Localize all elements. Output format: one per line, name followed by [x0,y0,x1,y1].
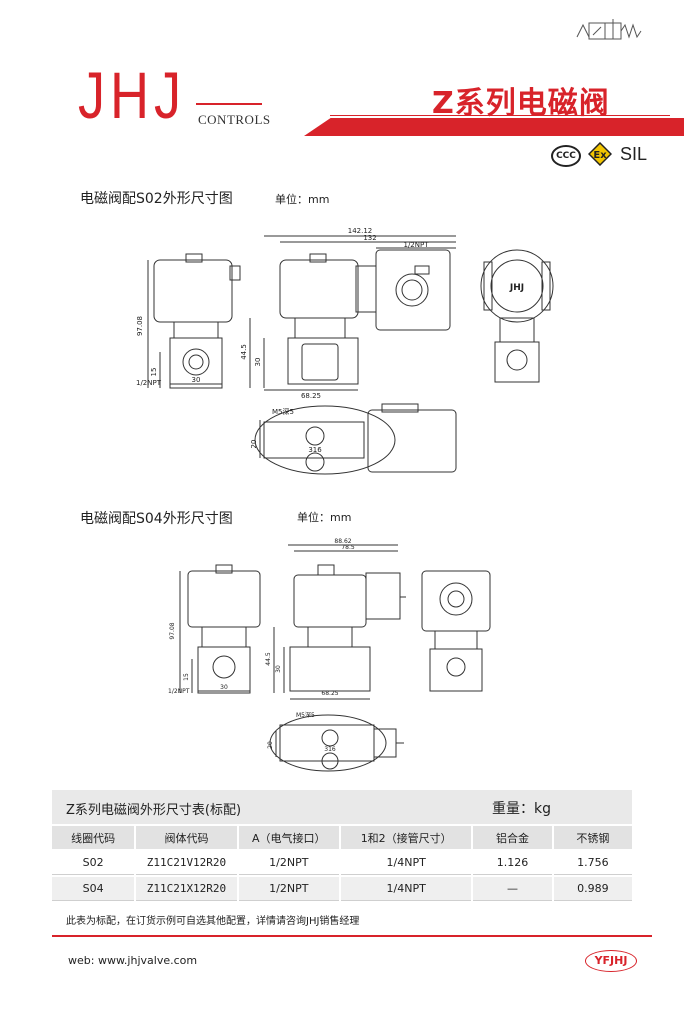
s02-dim-overall: 142.12 [348,227,373,235]
s04-dim-30: 30 [220,684,228,691]
table-header-band: Z系列电磁阀外形尺寸表(标配) 重量：kg [52,790,632,824]
s02-dim-68: 68.25 [301,392,321,400]
cell: S04 [52,877,135,901]
s02-base-npt: 1/2NPT [136,379,162,387]
col-electrical-port: A（电气接口） [238,826,339,849]
website-link[interactable]: web: www.jhjvalve.com [68,954,198,967]
s04-dim-height: 97.08 [169,622,176,639]
ccc-cert-icon: CCC [551,145,581,167]
s02-dim-30b: 30 [254,358,262,367]
col-body-code: 阀体代码 [136,826,237,849]
s04-dim-316: 316 [324,746,336,753]
footer-rule [52,935,652,937]
sil-cert-label: SIL [620,144,648,164]
s04-dim-20: 20 [267,741,274,749]
s04-dim-68: 68.25 [321,690,338,697]
cell: Z11C21V12R20 [136,851,237,875]
s04-unit: 单位：mm [297,511,352,524]
s02-dim-316: 316 [308,446,322,454]
s04-dim-30b: 30 [275,665,282,673]
cell: 0.989 [553,877,632,901]
s02-dim-port: 1/2NPT [404,241,430,249]
s04-caption: 电磁阀配S04外形尺寸图 [80,511,233,527]
table-row: S02 Z11C21V12R20 1/2NPT 1/4NPT 1.126 1.7… [52,851,632,875]
s02-cover-mark: JHJ [509,283,524,293]
svg-text:Ex: Ex [593,150,607,161]
s02-dim-15: 15 [150,368,158,377]
s02-drawing: 142.12 132 1/2NPT 97.08 15 30 1/2NPT 44.… [136,227,554,475]
s04-drawing: 88.62 78.5 97.08 15 30 1/2NPT 44.5 30 68… [168,538,491,772]
cell: Z11C21X12R20 [136,877,237,901]
s04-screw: M5深5 [296,711,315,719]
cell: S02 [52,851,135,875]
top-symbol [575,17,645,49]
s02-dim-body: 132 [363,234,376,242]
cell: 1.126 [473,851,552,875]
table-note: 此表为标配，在订货示例可自选其他配置，详情请咨询JHJ销售经理 [66,916,360,927]
logo-subtitle: CONTROLS [198,112,271,127]
cell: — [473,877,552,901]
ex-cert-icon: Ex [587,141,613,167]
cell: 1/4NPT [340,877,472,901]
s02-dim-height: 97.08 [136,316,144,336]
cell: 1/2NPT [238,851,339,875]
s02-dim-30: 30 [192,376,201,384]
s02-caption: 电磁阀配S02外形尺寸图 [80,191,233,207]
s04-dim-overall: 88.62 [334,538,351,545]
s04-base-npt: 1/2NPT [168,688,190,695]
table-row: S04 Z11C21X12R20 1/2NPT 1/4NPT — 0.989 [52,877,632,901]
col-stainless: 不锈钢 [553,826,632,849]
dimension-table: Z系列电磁阀外形尺寸表(标配) 重量：kg 线圈代码 阀体代码 A（电气接口） … [52,790,632,903]
s02-screw: M5深5 [272,407,294,416]
s04-dim-body: 78.5 [341,544,355,551]
col-coil-code: 线圈代码 [52,826,135,849]
logo-rule [196,103,262,105]
col-pipe-size: 1和2（接管尺寸） [340,826,472,849]
s02-unit: 单位：mm [275,193,330,206]
page-title: Z系列电磁阀 [432,86,610,121]
cell: 1/4NPT [340,851,472,875]
brand-mark: YFJHJ [585,950,637,972]
title-thin-rule [330,115,670,116]
weight-label: 重量：kg [492,801,551,817]
cell: 1/2NPT [238,877,339,901]
s02-dim-44: 44.5 [240,344,248,360]
s04-dim-44: 44.5 [265,652,272,666]
cell: 1.756 [553,851,632,875]
s04-dim-15: 15 [183,673,190,681]
col-aluminum: 铝合金 [473,826,552,849]
title-red-bar [304,118,684,136]
s02-dim-20: 20 [250,440,258,449]
jhj-logo: JHJ [78,58,186,132]
table-caption: Z系列电磁阀外形尺寸表(标配) [66,803,242,818]
spec-table: 线圈代码 阀体代码 A（电气接口） 1和2（接管尺寸） 铝合金 不锈钢 S02 … [50,824,634,903]
